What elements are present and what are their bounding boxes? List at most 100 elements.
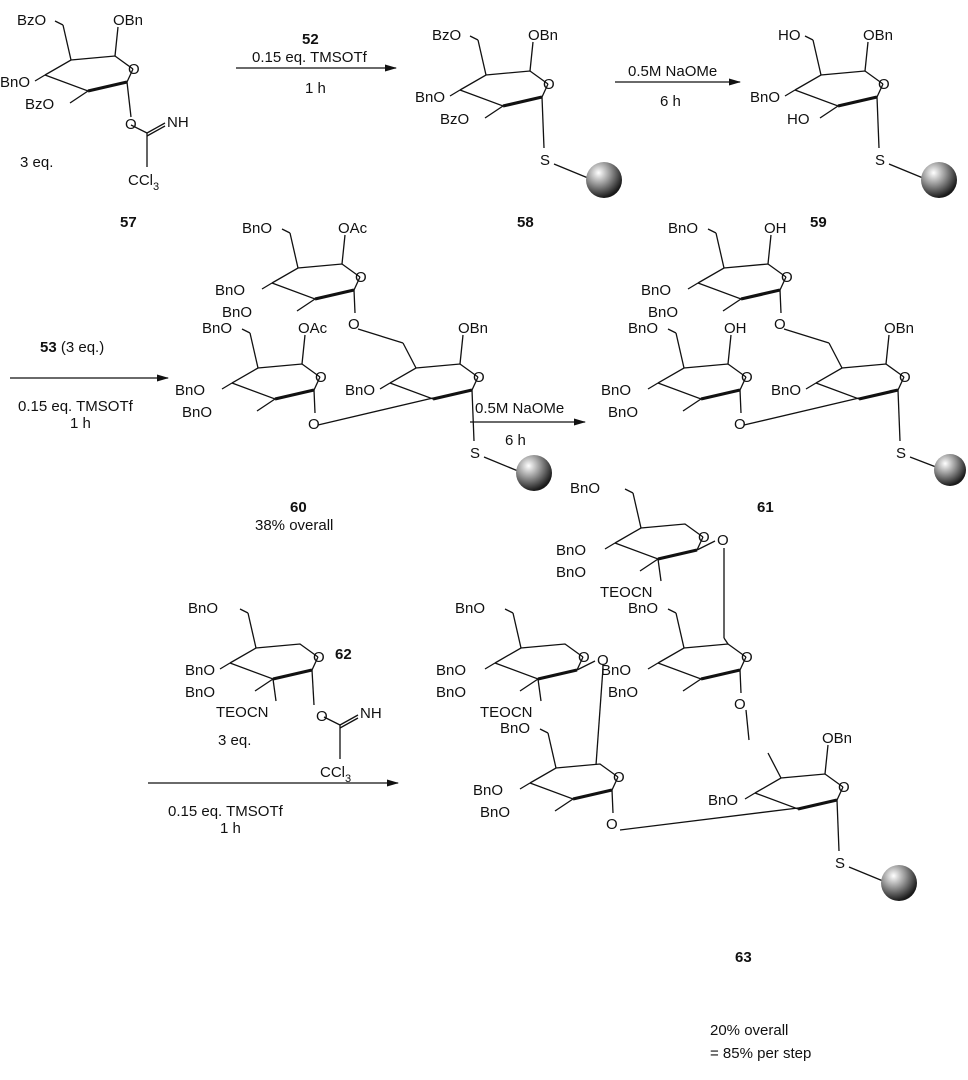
equivalents-label: 3 eq. — [20, 154, 53, 171]
group-label: OBn — [884, 320, 914, 337]
glycosidic-oxygen: O — [774, 316, 786, 333]
compound-number: 61 — [757, 499, 774, 516]
group-label: BnO — [608, 404, 638, 421]
glycosidic-bond — [317, 397, 434, 426]
group-label: BnO — [628, 320, 658, 337]
yield-label: 20% overall — [710, 1022, 788, 1039]
glycosidic-oxygen: O — [717, 532, 729, 549]
group-label: BnO — [182, 404, 212, 421]
glycosidic-bond — [357, 328, 404, 344]
group-label: BnO — [185, 662, 215, 679]
sulfur-label: S — [540, 152, 550, 169]
arrow-condition: 0.15 eq. TMSOTf — [18, 398, 134, 415]
group-label: BnO — [0, 74, 30, 91]
group-label: BnO — [648, 304, 678, 321]
ring-oxygen: O — [578, 649, 590, 666]
ring-oxygen: O — [355, 269, 367, 286]
compound-57: BzO OBn BnO BzO O O NH CCl3 3 eq. 57 — [0, 12, 189, 231]
compound-number: 57 — [120, 214, 137, 231]
group-label: BnO — [708, 792, 738, 809]
glycosidic-oxygen: O — [348, 316, 360, 333]
reaction-arrow: 53 (3 eq.) 0.15 eq. TMSOTf 1 h — [10, 339, 169, 432]
group-label: BzO — [25, 96, 54, 113]
ring-oxygen: O — [698, 529, 710, 546]
group-label: BnO — [188, 600, 218, 617]
group-label: BnO — [771, 382, 801, 399]
group-label: BnO — [185, 684, 215, 701]
ring-oxygen: O — [613, 769, 625, 786]
group-label: BnO — [480, 804, 510, 821]
arrow-condition: 0.15 eq. TMSOTf — [252, 49, 368, 66]
group-label: OBn — [113, 12, 143, 29]
glycosidic-oxygen: O — [125, 116, 137, 133]
group-label: BzO — [440, 111, 469, 128]
glucosamine-unit-left: O O — [484, 608, 609, 702]
mannose-unit-core: O — [805, 334, 937, 468]
group-label: OAc — [338, 220, 368, 237]
ring-oxygen: O — [313, 649, 325, 666]
mannose-unit-left: O O — [647, 328, 753, 433]
group-label: TEOCN — [480, 704, 533, 721]
group-label: BnO — [500, 720, 530, 737]
arrow-condition: 1 h — [305, 80, 326, 97]
group-label: BnO — [242, 220, 272, 237]
ring-oxygen: O — [543, 76, 555, 93]
ring-oxygen: O — [128, 61, 140, 78]
compound-number: 62 — [335, 646, 352, 663]
arrow-condition: 0.15 eq. TMSOTf — [168, 803, 284, 820]
mannose-ring — [34, 20, 166, 167]
compound-number: 60 — [290, 499, 307, 516]
group-label: TEOCN — [600, 584, 653, 601]
group-label: BnO — [345, 382, 375, 399]
group-label: BnO — [436, 662, 466, 679]
imine-label: NH — [360, 705, 382, 722]
reaction-arrow: 0.5M NaOMe 6 h — [615, 63, 741, 110]
mannose-unit-top-middle: O O — [647, 608, 753, 713]
group-label: BnO — [668, 220, 698, 237]
trichloromethyl-label: CCl3 — [128, 172, 159, 193]
reaction-arrow: 52 0.15 eq. TMSOTf 1 h — [236, 31, 397, 97]
glycosidic-oxygen: O — [308, 416, 320, 433]
glycosidic-bond — [619, 807, 799, 831]
sulfur-label: S — [875, 152, 885, 169]
reagent-number: 52 — [302, 31, 319, 48]
group-label: BnO — [415, 89, 445, 106]
yield-label: 38% overall — [255, 517, 333, 534]
group-label: OH — [724, 320, 747, 337]
compound-62: BnO BnO BnO TEOCN O O NH CCl3 3 eq. 62 — [185, 600, 382, 785]
arrow-condition: 1 h — [70, 415, 91, 432]
group-label: OBn — [822, 730, 852, 747]
group-label: BzO — [432, 27, 461, 44]
ring-oxygen: O — [473, 369, 485, 386]
compound-63: O O BnO BnO BnO TEOCN O O BnO BnO BnO — [436, 480, 917, 1062]
mannose-unit-left: O O — [221, 328, 327, 433]
ring-oxygen: O — [315, 369, 327, 386]
group-label: HO — [778, 27, 801, 44]
group-label: BnO — [455, 600, 485, 617]
reagent-number: 53 (3 eq.) — [40, 339, 104, 356]
group-label: BnO — [601, 662, 631, 679]
reaction-arrow: 0.5M NaOMe 6 h — [470, 400, 586, 449]
resin-bead-icon — [921, 162, 957, 198]
arrow-condition: 0.5M NaOMe — [628, 63, 717, 80]
glycosidic-oxygen: O — [734, 416, 746, 433]
compound-59: HO OBn BnO HO O S 59 — [750, 27, 957, 231]
compound-58: BzO OBn BnO BzO O S 58 — [415, 27, 622, 231]
group-label: OBn — [458, 320, 488, 337]
resin-bead-icon — [586, 162, 622, 198]
resin-bead-icon — [516, 455, 552, 491]
group-label: BnO — [601, 382, 631, 399]
glycosidic-bond — [595, 667, 604, 766]
group-label: BzO — [17, 12, 46, 29]
group-label: BnO — [608, 684, 638, 701]
glycosidic-bond — [743, 397, 860, 426]
compound-number: 58 — [517, 214, 534, 231]
glycosidic-bond — [783, 328, 830, 344]
reagent-number-value: 53 — [40, 339, 57, 356]
imine-label: NH — [167, 114, 189, 131]
glycosidic-oxygen: O — [734, 696, 746, 713]
group-label: OAc — [298, 320, 328, 337]
group-label: TEOCN — [216, 704, 269, 721]
resin-bead-icon — [881, 865, 917, 901]
group-label: BnO — [556, 542, 586, 559]
